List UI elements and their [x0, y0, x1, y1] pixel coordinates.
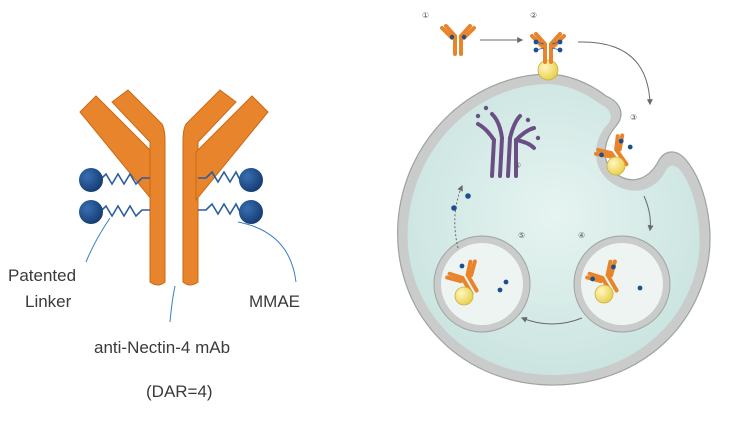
payload-bead — [637, 285, 643, 291]
receptor-step2 — [537, 59, 559, 81]
arrow-step3-to-4 — [643, 195, 654, 232]
adc-step4 — [584, 257, 630, 302]
endosome-step5-lumen — [441, 243, 523, 325]
linker-left-top — [99, 172, 150, 186]
payload-bead — [459, 263, 465, 269]
receptor-step3 — [606, 156, 626, 176]
mab-leader-line — [169, 285, 176, 323]
payload-bead — [497, 287, 503, 293]
step-number-1: ① — [422, 11, 429, 20]
payload-bead — [79, 168, 103, 192]
receptor-step4 — [594, 284, 614, 304]
step-number-2: ② — [530, 11, 537, 20]
free-payload — [465, 193, 471, 199]
dar-label: (DAR=4) — [146, 382, 213, 401]
cell-cytoplasm — [407, 84, 700, 376]
microtubule-step6 — [476, 112, 536, 178]
step-number-6: ⑥ — [514, 161, 521, 170]
arrow-step5-to-6 — [454, 184, 463, 249]
linker-label-line1: Patented — [8, 266, 76, 285]
linker-label-line2: Linker — [25, 292, 72, 311]
arrow-step2-to-3 — [577, 41, 653, 106]
antibody-label: anti-Nectin-4 mAb — [94, 338, 230, 357]
mmae-leader-line — [237, 221, 297, 283]
antibody-right-heavy-chain — [182, 89, 237, 286]
linker-right-bottom — [198, 202, 241, 216]
payload-bead — [239, 200, 263, 224]
linker-right-top — [198, 170, 241, 184]
tubulin-fragments — [475, 105, 541, 141]
mmae-label: MMAE — [249, 292, 300, 311]
antibody-left-heavy-chain — [111, 89, 166, 286]
linker-leader-line — [85, 217, 111, 263]
endosome-step4-lumen — [581, 243, 663, 325]
free-payload — [451, 205, 457, 211]
receptor-step5 — [454, 286, 474, 306]
adc-step1 — [440, 24, 476, 56]
step-number-5: ⑤ — [518, 231, 525, 240]
payload-bead — [239, 168, 263, 192]
linker-left-bottom — [99, 204, 150, 218]
payload-bead — [503, 279, 509, 285]
mechanism-diagram: ① ② ③ ④ ⑤ ⑥ — [397, 11, 711, 386]
adc-step3 — [592, 131, 640, 178]
adc-step2 — [530, 32, 566, 64]
step-number-3: ③ — [630, 113, 637, 122]
adc-structure: Patented Linker MMAE anti-Nectin-4 mAb (… — [8, 89, 300, 401]
step-number-4: ④ — [578, 231, 585, 240]
arrow-step4-to-5 — [520, 316, 583, 325]
payload-bead — [79, 200, 103, 224]
